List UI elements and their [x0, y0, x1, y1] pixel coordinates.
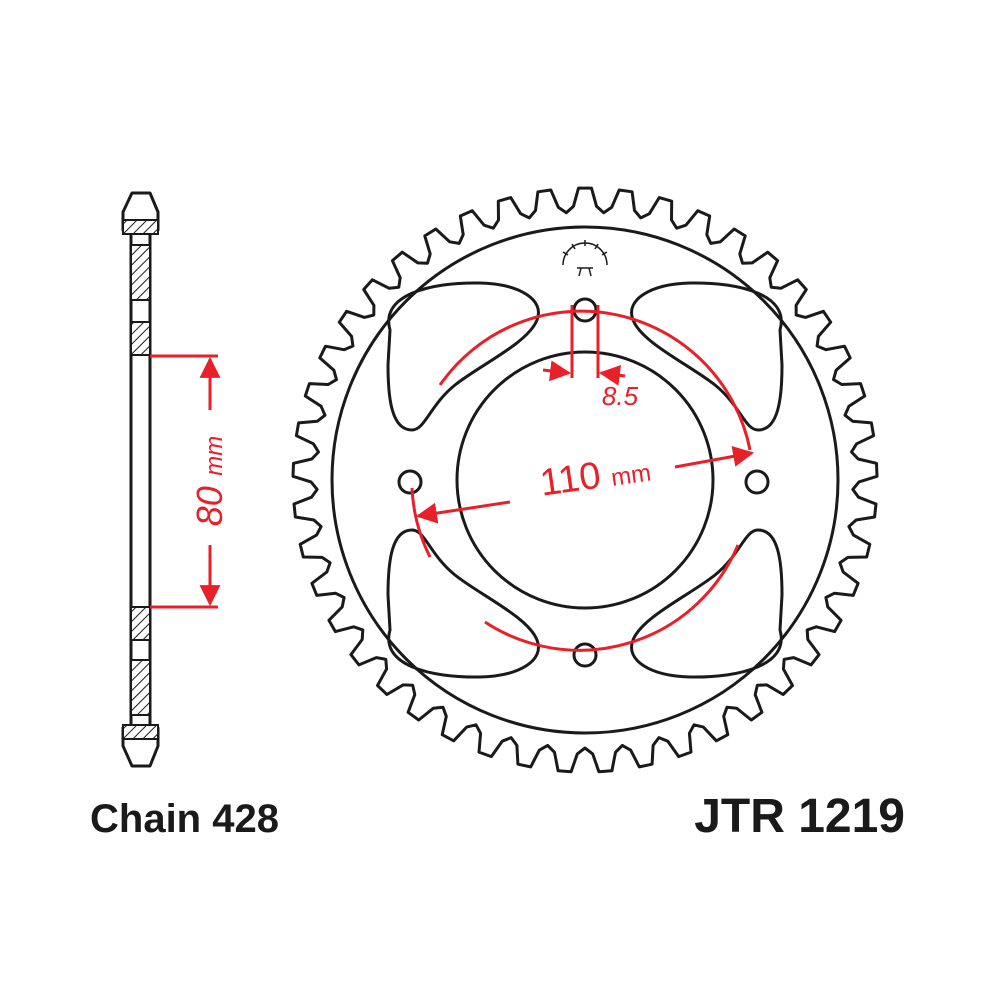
profile-hatch-4 [130, 606, 151, 641]
slot-top-right [630, 281, 784, 432]
bolt-hole-right [744, 469, 770, 495]
profile-hatch-3 [130, 321, 151, 356]
chain-label: Chain 428 [90, 797, 279, 841]
center-bore [455, 350, 715, 610]
profile-hatch-6 [122, 724, 159, 740]
profile-hatch-2 [130, 244, 151, 301]
side-profile-view: 80 mm [121, 191, 230, 768]
sprocket-root-circle [330, 225, 840, 735]
jt-sprocket-logo-icon [562, 240, 608, 277]
thickness-value: 80 [189, 486, 230, 526]
bolt-holes [397, 297, 770, 668]
slot-bottom-left [386, 528, 540, 679]
bolt-hole-left [397, 469, 423, 495]
bolt-circle-arc-top [438, 309, 752, 451]
lightening-slots [386, 281, 784, 679]
bolt-circle-dimension: 110 mm [410, 309, 755, 652]
part-number: JTR 1219 [694, 790, 905, 843]
slot-top-left [386, 281, 540, 432]
bolt-circle-value: 110 [537, 455, 603, 505]
thickness-label: 80 mm [189, 436, 230, 526]
profile-hatch-1 [122, 219, 159, 235]
bolt-hole-label: 8.5 [602, 381, 639, 411]
bolt-circle-unit: mm [609, 459, 652, 491]
bolt-circle-label: 110 mm [537, 448, 653, 505]
profile-web [129, 228, 152, 730]
thickness-dimension: 80 mm [150, 354, 230, 609]
bolt-circle-arc-bottom [484, 544, 740, 652]
sprocket-front-view: 110 mm 8.5 [291, 186, 879, 774]
bolt-hole-dimension: 8.5 [542, 305, 639, 411]
thickness-unit: mm [201, 436, 228, 476]
bolt-circle-arc-left [410, 487, 432, 558]
profile-hatch-5 [130, 659, 151, 716]
slot-bottom-right [630, 528, 784, 679]
bolt-hole-bottom [572, 642, 598, 668]
sprocket-teeth-outline [291, 186, 879, 774]
